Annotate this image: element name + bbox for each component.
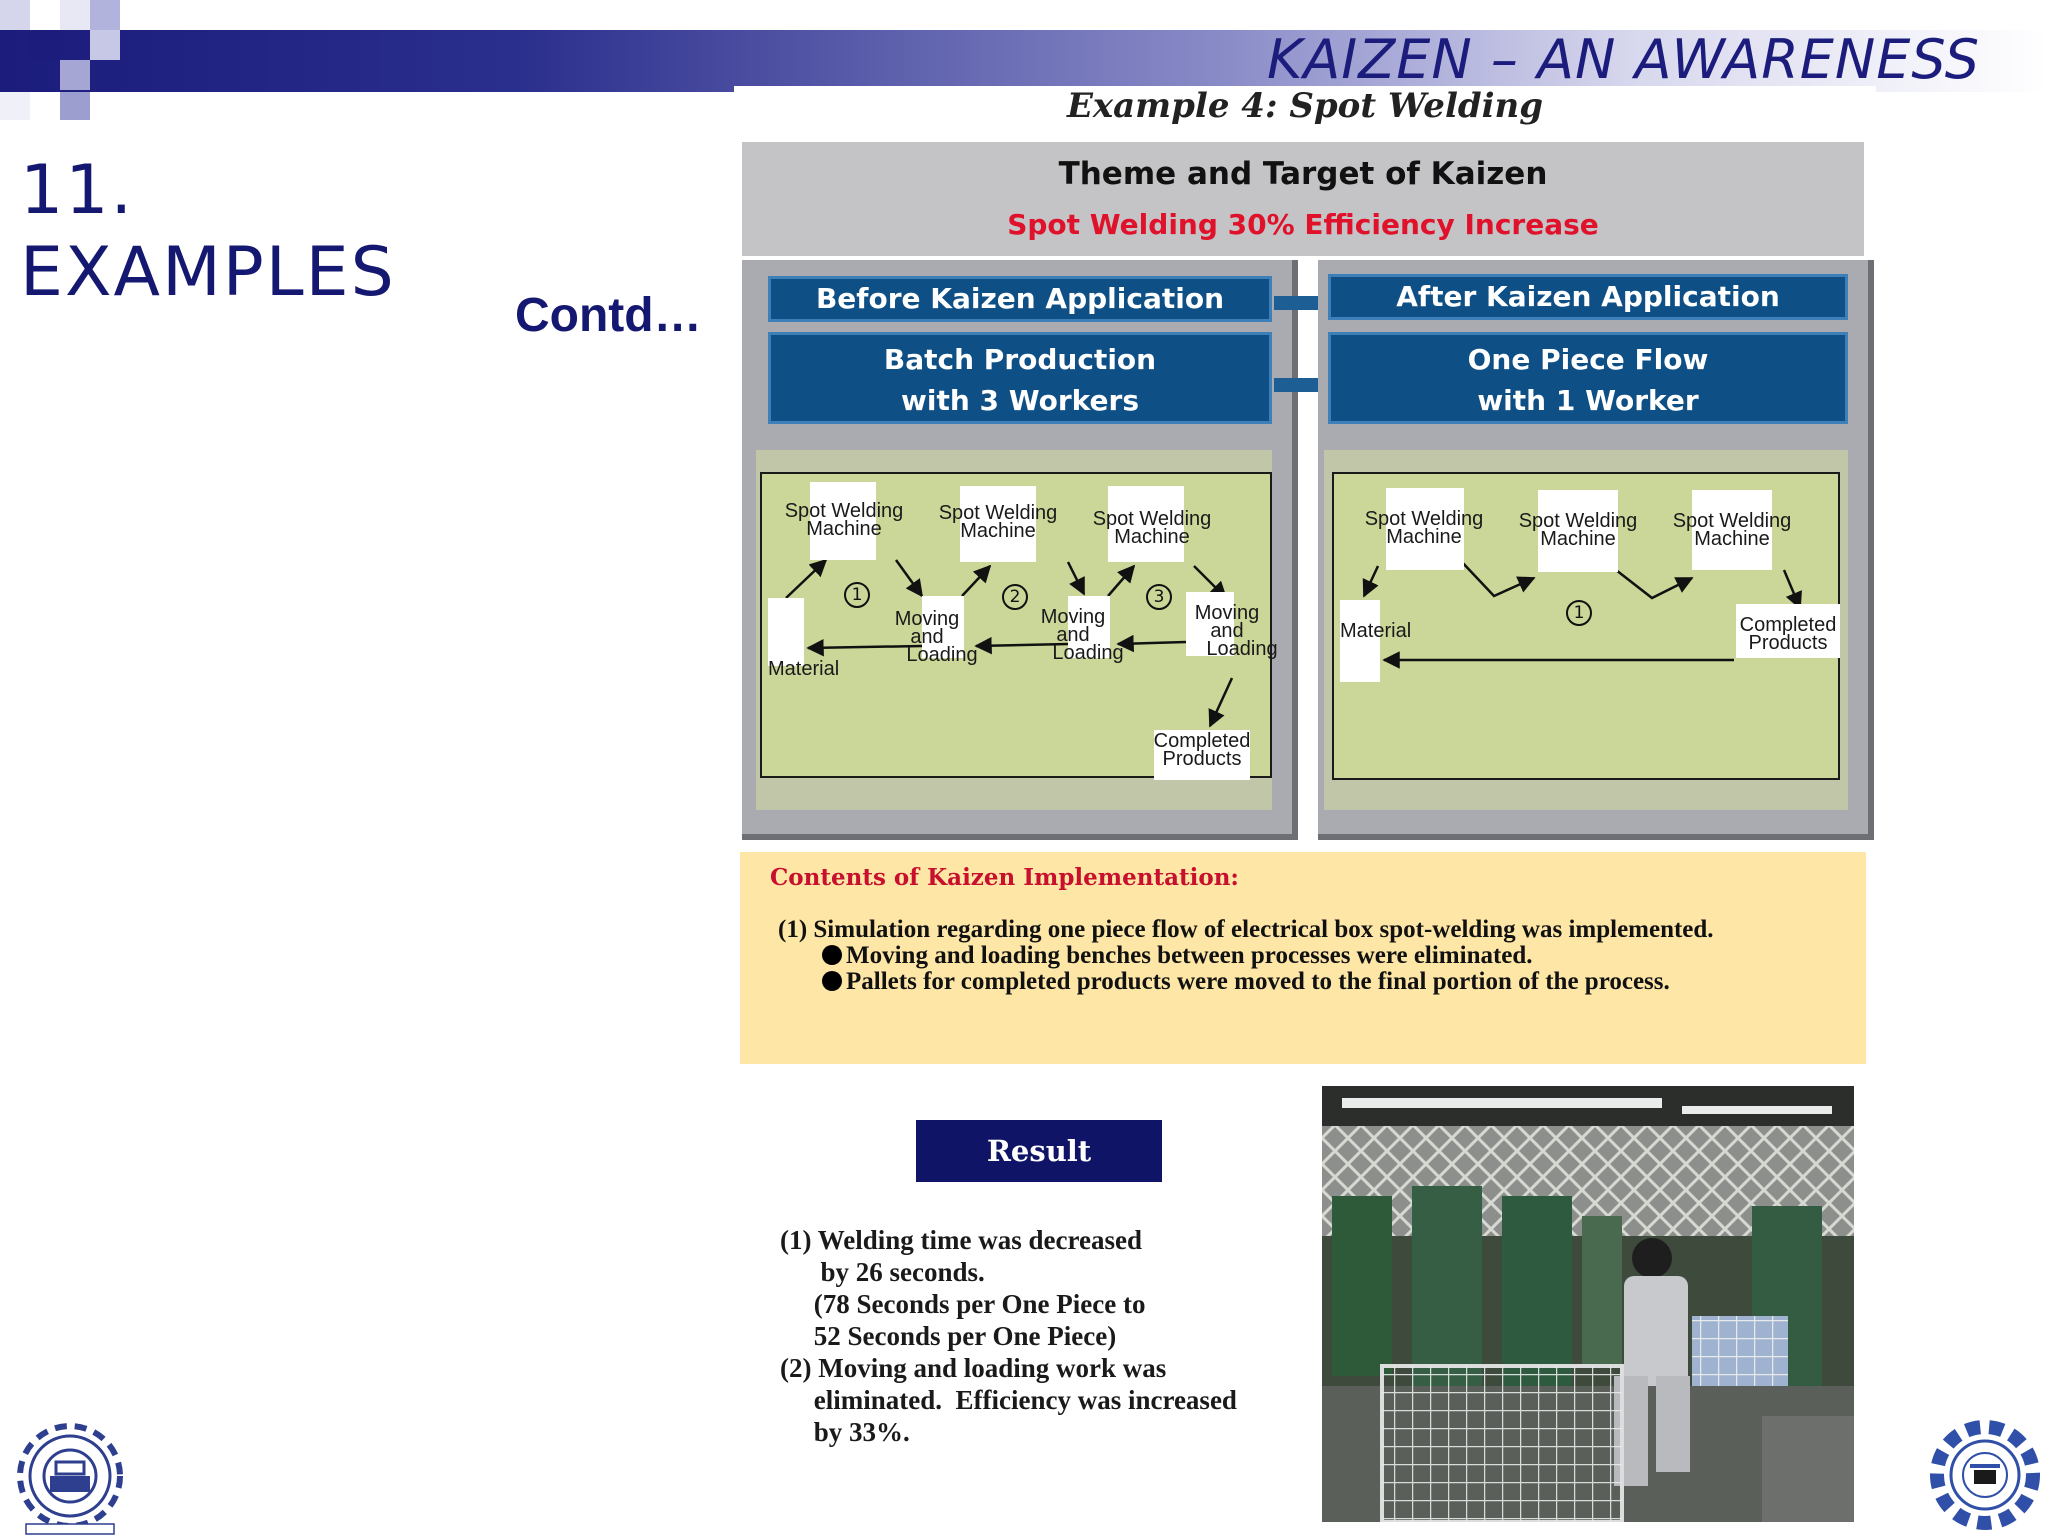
after-panel: After Kaizen Application One Piece Flow … [1318,260,1874,840]
slide-heading-text: EXAMPLES [20,232,396,314]
after-subtitle-box: One Piece Flow with 1 Worker [1328,332,1848,424]
completed-label-line2: Products [1150,750,1254,768]
before-title-box: Before Kaizen Application [768,276,1272,322]
machine-label-line2: Machine [1672,530,1792,548]
machine-label-line2: Machine [1364,528,1484,546]
welding-machine-label: Spot Welding Machine [938,504,1058,540]
step-number: 1 [844,582,870,608]
step-number: 1 [1566,600,1592,626]
welding-machine-label: Spot Welding Machine [784,502,904,538]
before-title: Before Kaizen Application [771,279,1269,319]
theme-target: Spot Welding 30% Efficiency Increase [742,208,1864,241]
header-title: KAIZEN – AN AWARENESS [1267,28,1980,91]
before-subtitle-box: Batch Production with 3 Workers [768,332,1272,424]
header-decor-square [0,0,30,30]
contents-bullet-text: Pallets for completed products were move… [846,968,1670,995]
university-logo [6,1412,134,1536]
after-flow-area: Spot Welding Machine Spot Welding Machin… [1324,450,1848,810]
completed-products-label: Completed Products [1150,732,1254,768]
bullet-icon [822,945,842,965]
before-subtitle-line1: Batch Production [771,339,1269,380]
contents-title: Contents of Kaizen Implementation: [770,864,1239,891]
quality-gear-emblem-icon [1930,1420,2040,1530]
header-decor-square [90,0,120,30]
contents-bullet-line: Moving and loading benches between proce… [822,942,1533,970]
completed-products-label: Completed Products [1734,616,1842,652]
moving-label-line3: Loading [1172,640,1282,658]
slide-heading-number: 11. [20,150,396,232]
moving-loading-label: Moving and Loading [1018,608,1128,662]
header-decor-square [60,60,90,90]
header-decor-square [30,30,60,60]
header-decor-square [0,90,30,120]
university-gear-emblem-icon [6,1412,134,1536]
after-title-box: After Kaizen Application [1328,274,1848,320]
contents-line: (1) Simulation regarding one piece flow … [778,916,1714,944]
contd-label: Contd… [515,288,702,343]
welding-machine-label: Spot Welding Machine [1092,510,1212,546]
material-node [768,598,804,666]
welding-machine-label: Spot Welding Machine [1518,512,1638,548]
kaizen-example-figure: Example 4: Spot Welding Theme and Target… [734,86,1876,1526]
before-flow-diagram: Spot Welding Machine Spot Welding Machin… [760,472,1272,778]
welding-machine-label: Spot Welding Machine [1364,510,1484,546]
step-number: 2 [1002,584,1028,610]
moving-loading-label: Moving and Loading [1172,604,1282,658]
machine-label-line2: Machine [1518,530,1638,548]
header-decor-square [90,30,120,60]
theme-box: Theme and Target of Kaizen Spot Welding … [742,142,1864,256]
welding-machine-label: Spot Welding Machine [1672,512,1792,548]
factory-photo-image [1322,1086,1854,1522]
before-flow-area: Spot Welding Machine Spot Welding Machin… [756,450,1272,810]
header-decor-square [60,90,90,120]
after-subtitle-line1: One Piece Flow [1331,339,1845,380]
machine-label-line2: Machine [784,520,904,538]
theme-title: Theme and Target of Kaizen [742,156,1864,192]
result-text: (1) Welding time was decreased by 26 sec… [780,1224,1237,1448]
slide-heading: 11. EXAMPLES [20,150,396,314]
contents-bullet-text: Moving and loading benches between proce… [846,942,1533,969]
contents-bullet-line: Pallets for completed products were move… [822,968,1670,996]
machine-label-line2: Machine [938,522,1058,540]
material-label: Material [1340,622,1411,640]
moving-loading-label: Moving and Loading [872,610,982,664]
result-label: Result [916,1120,1162,1182]
machine-label-line2: Machine [1092,528,1212,546]
before-subtitle-line2: with 3 Workers [771,380,1269,421]
bullet-icon [822,971,842,991]
factory-photo [1322,1086,1854,1522]
moving-label-line3: Loading [1018,644,1128,662]
completed-label-line2: Products [1734,634,1842,652]
moving-label-line3: Loading [872,646,982,664]
before-panel: Before Kaizen Application Batch Producti… [742,260,1298,840]
center-logo [1930,1420,2040,1535]
after-flow-diagram: Spot Welding Machine Spot Welding Machin… [1332,472,1840,780]
after-subtitle-line2: with 1 Worker [1331,380,1845,421]
contents-box: Contents of Kaizen Implementation: (1) S… [740,852,1866,1064]
after-subtitle: One Piece Flow with 1 Worker [1331,335,1845,421]
material-label: Material [768,660,839,678]
before-subtitle: Batch Production with 3 Workers [771,335,1269,421]
example-title: Example 4: Spot Welding [734,86,1876,126]
step-number: 3 [1146,584,1172,610]
after-title: After Kaizen Application [1331,277,1845,317]
header-decor-square [60,0,90,30]
